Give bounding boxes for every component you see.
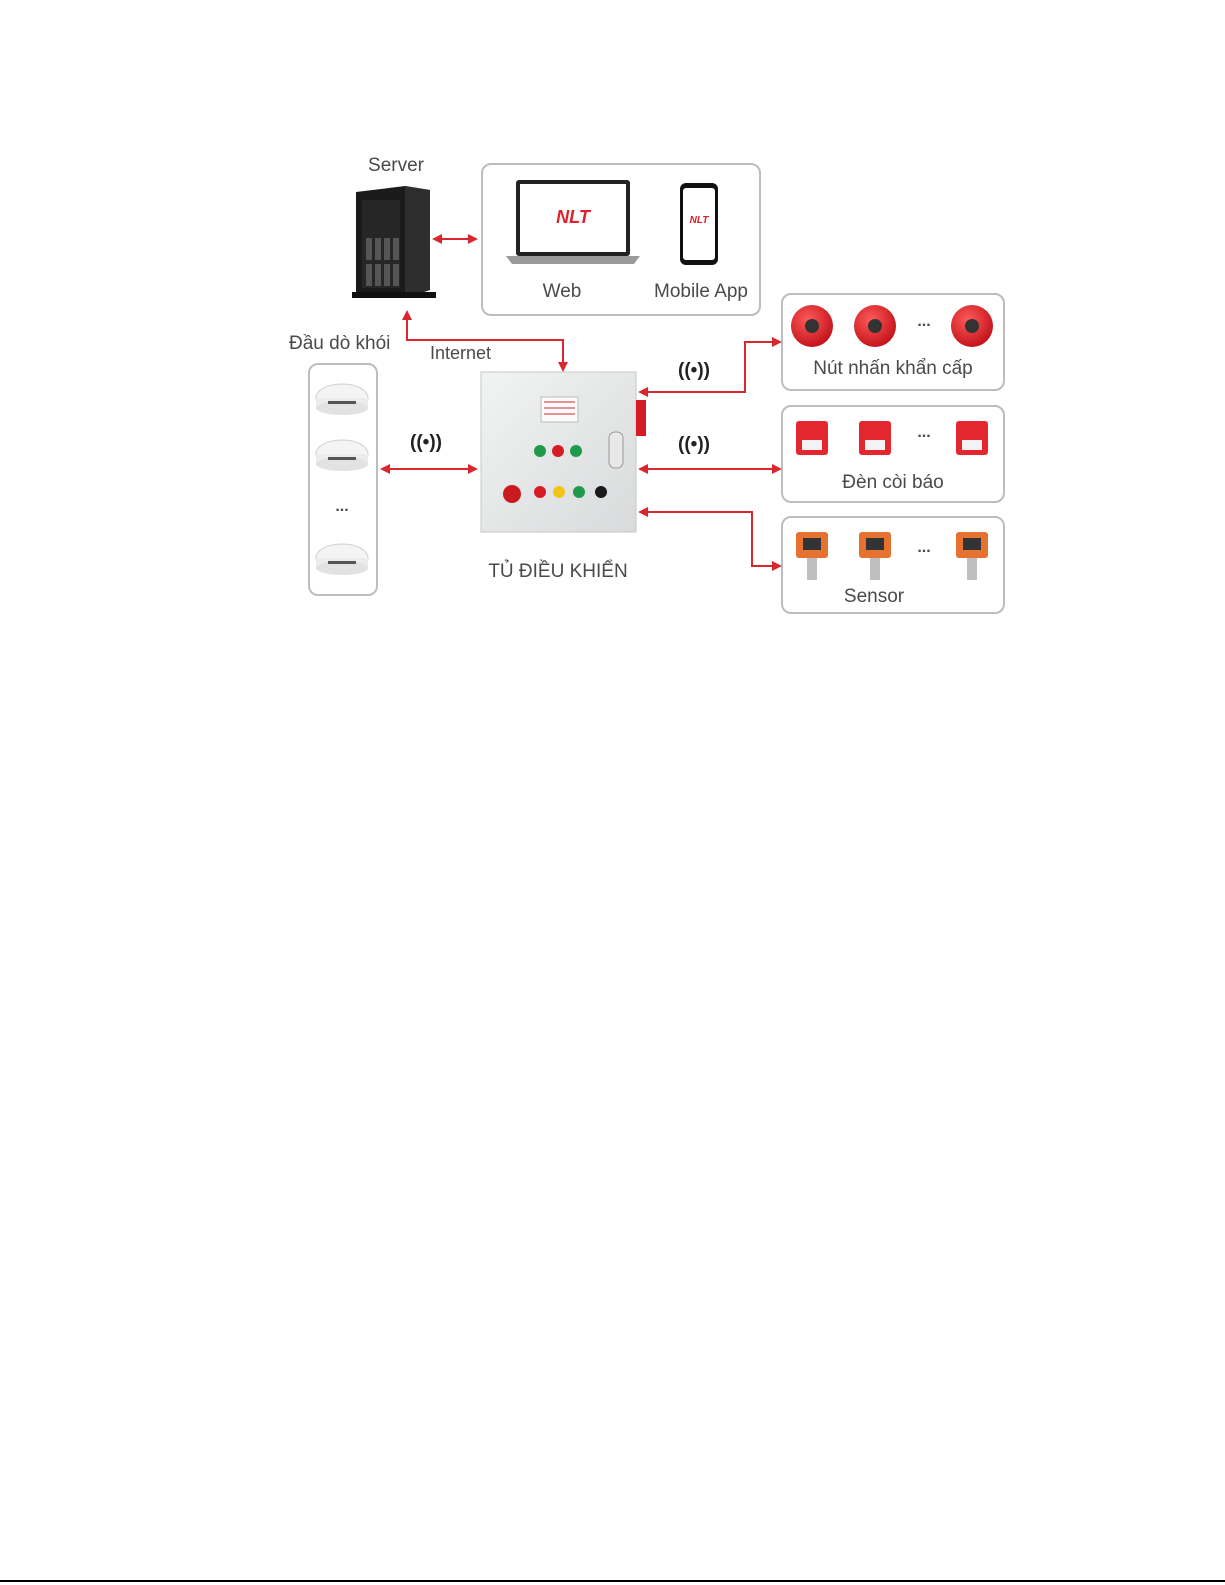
svg-text:NLT: NLT [690, 215, 710, 226]
diagram-graphics: NLT NLT [0, 0, 1225, 640]
control-cabinet-icon [481, 372, 646, 532]
server-label: Server [368, 155, 424, 177]
emergency-button-icons [791, 305, 993, 347]
mobile-app-label: Mobile App [654, 281, 748, 303]
emergency-button-ellipsis: ... [917, 313, 930, 331]
smoke-detector-icons [316, 384, 368, 575]
emergency-buttons-label: Nút nhấn khẩn cấp [813, 358, 973, 380]
svg-text:NLT: NLT [556, 207, 592, 227]
alarm-light-icons [796, 421, 988, 455]
wireless-icon-buttons: ((•)) [678, 360, 710, 382]
smoke-detector-ellipsis: ... [335, 498, 348, 516]
sensor-ellipsis: ... [917, 539, 930, 557]
internet-label: Internet [430, 343, 491, 364]
emergency-button-arrow [640, 342, 780, 392]
wireless-icon-lights: ((•)) [678, 434, 710, 456]
web-label: Web [543, 281, 582, 303]
laptop-icon: NLT [506, 180, 640, 264]
sensor-label: Sensor [844, 586, 904, 608]
system-diagram: NLT NLT [0, 0, 1225, 640]
alarm-lights-label: Đèn còi báo [842, 472, 943, 494]
phone-icon: NLT [680, 183, 718, 265]
control-cabinet-label: TỦ ĐIỀU KHIỂN [488, 561, 627, 583]
wireless-icon-smoke: ((•)) [410, 432, 442, 454]
sensor-icons [796, 532, 988, 580]
smoke-detectors-label: Đầu dò khói [289, 333, 390, 355]
alarm-light-ellipsis: ... [917, 424, 930, 442]
page-bottom-rule [0, 1580, 1225, 1582]
sensor-arrow [640, 512, 780, 566]
server-icon [352, 186, 436, 298]
